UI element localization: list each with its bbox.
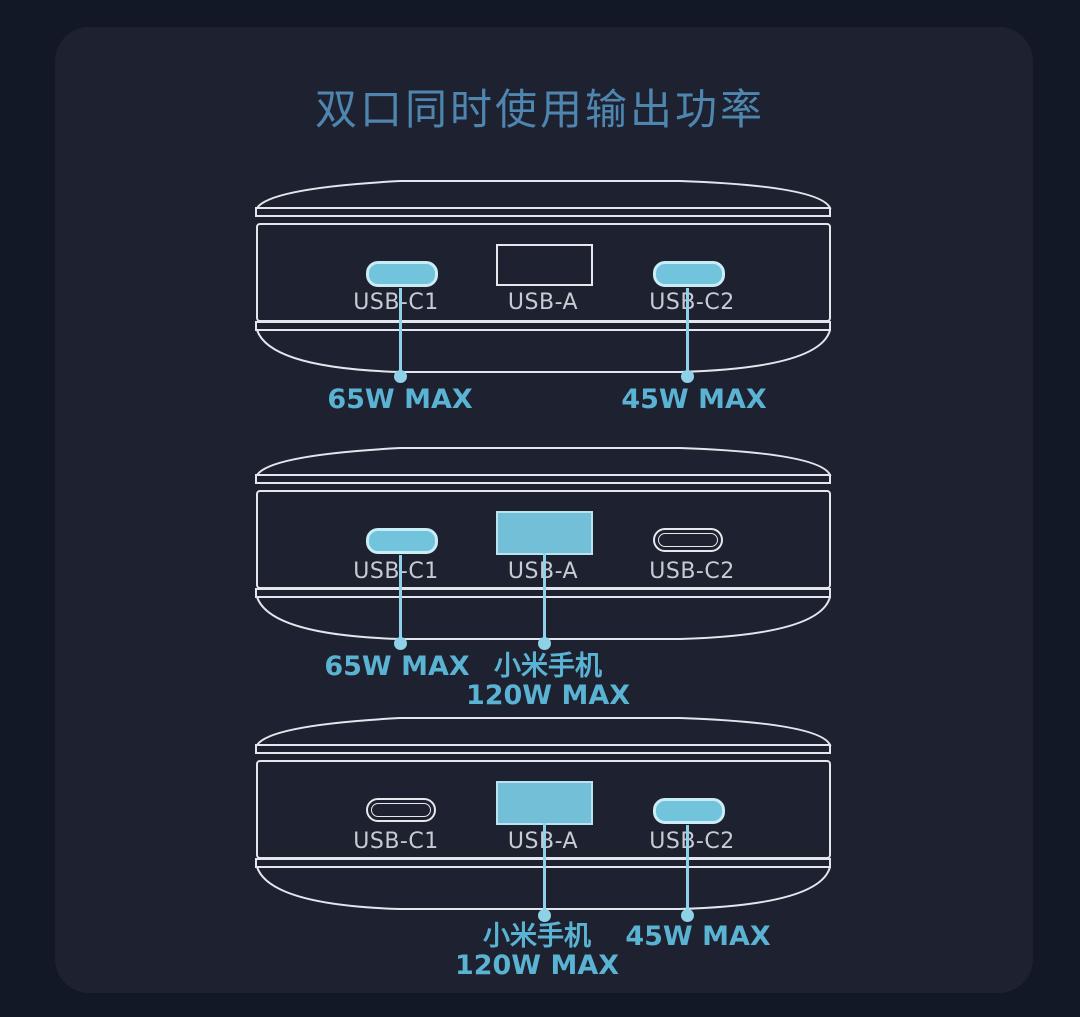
usb-a-port [496,511,593,555]
usb-c1-label: USB-C1 [353,559,439,584]
output-power-label: 65W MAX [327,384,473,415]
usb-c2-port [653,261,725,287]
usb-a-port [496,244,593,286]
usb-c2-port [653,798,725,824]
leader-line [543,553,546,643]
leader-dot [681,909,694,922]
leader-line [686,825,689,915]
leader-dot [394,370,407,383]
power-bank-diagram-1: USB-C1 USB-A USB-C2 65W MAX 45W MAX [0,178,1080,448]
leader-line [543,823,546,915]
usb-c2-label: USB-C2 [649,290,735,315]
usb-c1-port [366,798,436,822]
leader-line [399,555,402,643]
usb-a-label: USB-A [473,559,613,584]
page-title: 双口同时使用输出功率 [314,85,765,134]
usb-c2-label: USB-C2 [649,559,735,584]
output-power-label: 小米手机 120W MAX [454,921,620,981]
leader-dot [538,637,551,650]
power-bank-diagram-3: USB-C1 USB-A USB-C2 小米手机 120W MAX 45W MA… [0,715,1080,985]
usb-c1-port [366,528,438,554]
leader-dot [681,370,694,383]
output-power-label: 小米手机 120W MAX [465,651,631,711]
power-bank-outline [255,180,832,373]
output-power-label: 65W MAX [324,651,470,682]
leader-line [686,288,689,376]
power-bank-diagram-2: USB-C1 USB-A USB-C2 65W MAX 小米手机 120W MA… [0,445,1080,715]
usb-a-label: USB-A [507,290,579,315]
usb-a-port [496,781,593,825]
leader-dot [394,637,407,650]
usb-c2-port [653,528,723,552]
leader-line [399,288,402,376]
usb-c1-label: USB-C1 [353,829,439,854]
usb-c1-port [366,261,438,287]
output-power-label: 45W MAX [625,921,771,952]
output-power-label: 45W MAX [621,384,767,415]
leader-dot [538,909,551,922]
usb-a-label: USB-A [473,829,613,854]
usb-c2-label: USB-C2 [649,829,735,854]
usb-c1-label: USB-C1 [353,290,439,315]
